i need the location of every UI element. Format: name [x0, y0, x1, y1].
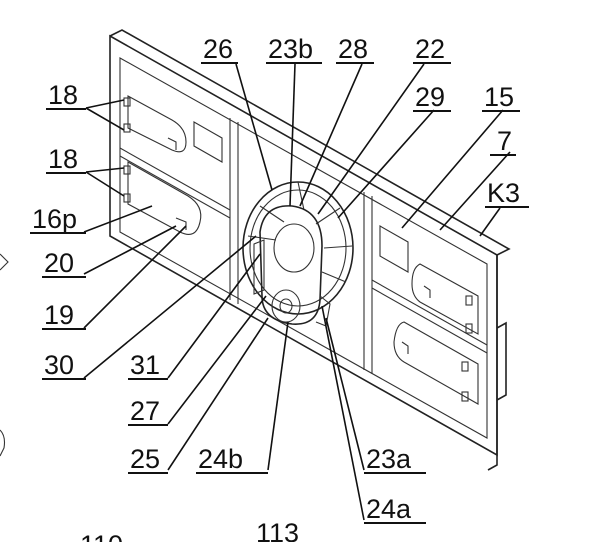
label-23b: 23b — [268, 34, 313, 64]
label-7: 7 — [497, 126, 512, 156]
rotary-mechanism — [242, 181, 354, 327]
label-113: 113 — [256, 518, 299, 542]
leader-lines — [83, 63, 511, 521]
label-23a: 23a — [366, 444, 412, 474]
label-26: 26 — [203, 34, 233, 64]
arrow-fragment — [0, 253, 9, 271]
label-20: 20 — [44, 248, 74, 278]
label-27: 27 — [130, 396, 160, 426]
label-24b: 24b — [198, 444, 243, 474]
label-29: 29 — [415, 82, 445, 112]
label-18-middle: 18 — [48, 144, 78, 174]
label-22: 22 — [415, 34, 445, 64]
reference-labels: 26 23b 28 22 29 15 7 K3 18 18 16p 20 19 … — [30, 34, 529, 542]
label-24a: 24a — [366, 494, 412, 524]
panel-assembly — [109, 29, 511, 471]
label-K3: K3 — [487, 178, 520, 208]
label-110: 110 — [80, 530, 123, 542]
label-15: 15 — [484, 82, 514, 112]
label-16p: 16p — [32, 204, 77, 234]
label-31: 31 — [130, 350, 160, 380]
bracket-fragment — [0, 429, 6, 457]
label-18-top: 18 — [48, 80, 78, 110]
label-28: 28 — [338, 34, 368, 64]
label-19: 19 — [44, 300, 74, 330]
label-30: 30 — [44, 350, 74, 380]
label-25: 25 — [130, 444, 160, 474]
